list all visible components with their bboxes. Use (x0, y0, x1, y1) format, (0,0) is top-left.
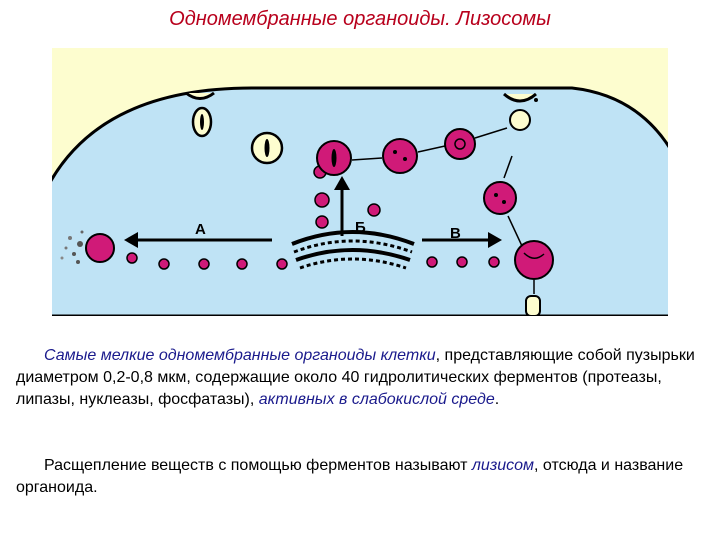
residual-body (503, 92, 538, 131)
slide-title: Одномембранные органоиды. Лизосомы (169, 8, 551, 30)
paragraph-description-end: . (494, 391, 500, 408)
primary-lysosome-cluster (314, 192, 381, 229)
mitochondrion-vesicle (525, 295, 541, 316)
svg-text:В: В (450, 225, 461, 242)
term-acidic-medium: активных в слабокислой среде (258, 391, 495, 408)
secondary-lysosome-4 (483, 181, 517, 215)
path-arrow-top (351, 127, 508, 161)
path-arrow-right (503, 155, 513, 179)
paragraph-lysis: Расщепление веществ с помощью ферментов … (16, 455, 706, 499)
endocytic-vesicle (250, 131, 284, 165)
secondary-lysosome-3 (444, 128, 476, 160)
svg-text:А: А (195, 221, 206, 238)
svg-text:Б: Б (355, 219, 366, 236)
arrow-b: Б (334, 176, 366, 236)
autophagosome (514, 240, 554, 280)
paragraph-lysis-end: , отсюда и название органоида. (16, 457, 684, 496)
paragraph-description: Самые мелкие одномембранные органоиды кл… (16, 345, 706, 411)
golgi-apparatus (291, 230, 415, 270)
arrow-v: В (422, 225, 502, 248)
term-smallest-organelles: Самые мелкие одномембранные органоиды кл… (44, 347, 436, 364)
cell-body (52, 86, 668, 316)
secondary-lysosome-1 (316, 140, 352, 176)
arrow-a: А (124, 221, 272, 248)
secondary-lysosome-2 (382, 138, 418, 174)
endocytosis-pit-left (185, 91, 215, 138)
paragraph-lysis-text: Расщепление веществ с помощью ферментов … (44, 457, 472, 474)
paragraph-description-text: , представляющие собой пузырьки диаметро… (16, 347, 695, 408)
term-lysis: лизисом (471, 457, 535, 474)
lysosome-row (126, 252, 500, 270)
lysosome-diagram: Б А В (52, 48, 668, 316)
exocytosis-site (60, 230, 115, 264)
